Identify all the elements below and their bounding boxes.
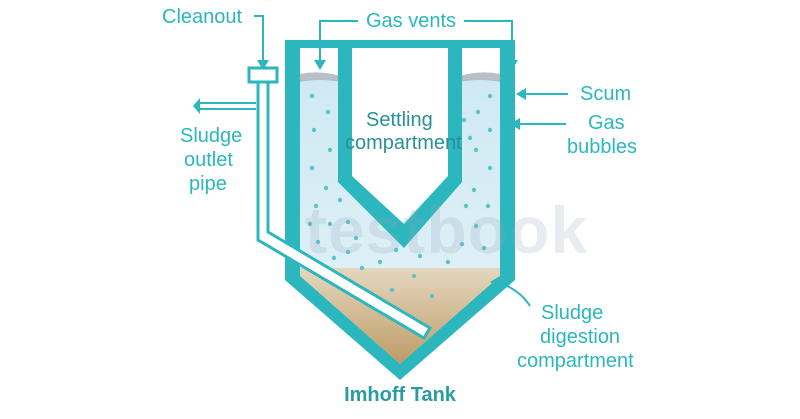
scum-right [460, 72, 500, 82]
label-gas-bubbles-2: bubbles [567, 136, 638, 158]
gas-bubble [475, 109, 481, 115]
arrow-head-icon [516, 88, 526, 100]
cleanout-leader [254, 15, 264, 60]
tank-rim [285, 40, 515, 48]
gas-bubble [389, 287, 395, 293]
gas-bubble [345, 219, 351, 225]
outlet-arrow-icon [193, 98, 200, 114]
gas-bubble [309, 165, 315, 171]
label-gas-bubbles-1: Gas [588, 112, 625, 134]
label-sludge-outlet-2: outlet [184, 149, 233, 171]
gas-bubble [353, 235, 359, 241]
gas-bubble [445, 259, 451, 265]
label-settling-1: Settling [366, 109, 433, 131]
gas-vent-leader-right [464, 20, 513, 60]
cleanout-cap [247, 66, 279, 84]
label-cleanout: Cleanout [162, 6, 243, 28]
gas-bubble [411, 273, 417, 279]
arrow-head-icon [506, 60, 518, 70]
gas-bubble [487, 93, 493, 99]
gas-bubble [327, 221, 333, 227]
gas-bubble [393, 247, 399, 253]
gas-bubble [377, 259, 383, 265]
gas-bubble [309, 93, 315, 99]
label-scum: Scum [580, 83, 632, 105]
sludge-digestion-leader [497, 281, 531, 307]
settling-interior [352, 44, 448, 226]
label-digestion-1: Sludge [541, 302, 604, 324]
gas-bubble [467, 135, 473, 141]
gas-bubble [471, 187, 477, 193]
gas-bubble [307, 221, 313, 227]
gas-vent-leader-left [319, 20, 358, 60]
gas-bubble [417, 253, 423, 259]
label-sludge-outlet-3: pipe [189, 173, 227, 195]
gas-bubble [345, 249, 351, 255]
gas-bubble [325, 109, 331, 115]
label-sludge-outlet-1: Sludge [180, 125, 243, 147]
label-gas-vents: Gas vents [366, 10, 457, 32]
gas-bubble [311, 127, 317, 133]
arrow-head-icon [490, 276, 500, 288]
gas-bubble [461, 117, 467, 123]
gas-bubble [463, 203, 469, 209]
gas-bubble [327, 147, 333, 153]
gas-bubble [473, 147, 479, 153]
scum-left [300, 72, 340, 82]
watermark: testbook [305, 193, 589, 267]
gas-bubble [473, 223, 479, 229]
gas-bubble [487, 165, 493, 171]
label-digestion-2: digestion [540, 326, 621, 348]
gas-bubble [359, 265, 365, 271]
gas-bubble [323, 185, 329, 191]
gas-bubble [487, 127, 493, 133]
gas-bubbles [307, 93, 493, 303]
arrow-head-icon [257, 60, 269, 70]
diagram-caption: Imhoff Tank [344, 384, 456, 406]
gas-bubble [459, 241, 465, 247]
gas-bubble [485, 203, 491, 209]
gas-bubble [429, 293, 435, 299]
label-digestion-3: compartment [517, 350, 634, 372]
gas-bubble [315, 239, 321, 245]
settling-compartment-wall [338, 44, 462, 248]
label-settling-2: compartment [345, 132, 462, 154]
gas-bubble [313, 203, 319, 209]
arrow-head-icon [510, 118, 520, 130]
gas-bubble [481, 245, 487, 251]
arrow-head-icon [314, 60, 326, 70]
gas-bubble [331, 255, 337, 261]
gas-bubble [337, 197, 343, 203]
